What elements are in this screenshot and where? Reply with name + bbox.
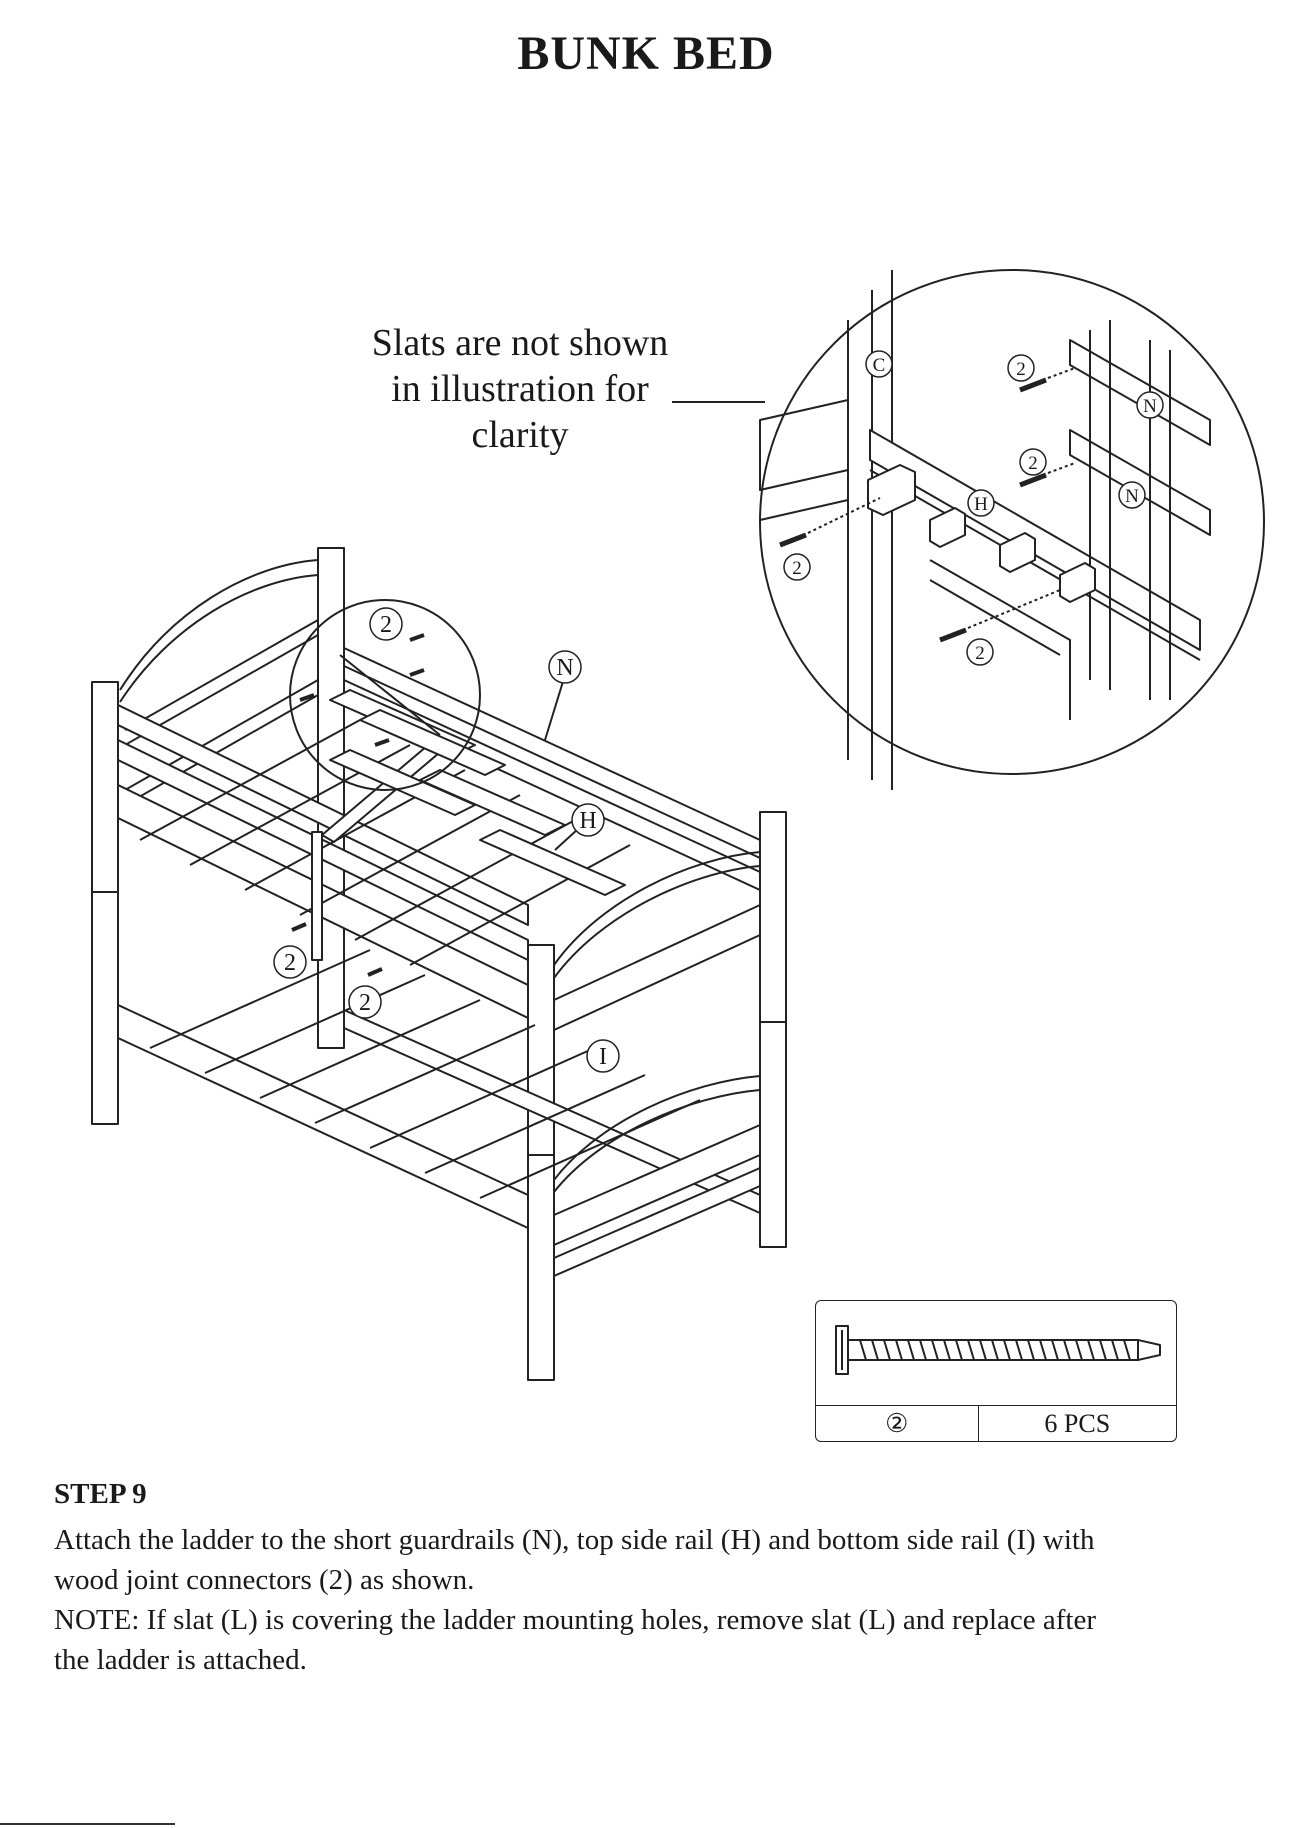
label-guardrail-main: N: [556, 655, 573, 681]
callout-line-2: in illustration for: [391, 368, 649, 410]
slats-callout: Slats are not shown in illustration for …: [330, 320, 710, 458]
inset-label-connector-2: 2: [1028, 453, 1038, 474]
inset-label-post: C: [873, 355, 886, 376]
label-top-rail-main: H: [579, 808, 596, 834]
callout-line-3: clarity: [471, 414, 569, 456]
ladder: [311, 654, 626, 961]
step-heading: STEP 9: [54, 1478, 147, 1510]
inset-label-connector-4: 2: [975, 643, 985, 664]
label-bottom-rail-main: I: [599, 1044, 607, 1070]
note-line-2: the ladder is attached.: [54, 1644, 307, 1676]
page-title: BUNK BED: [517, 27, 775, 80]
hardware-row: ② 6 PCS: [816, 1405, 1176, 1442]
inset-label-connector-1: 2: [1016, 359, 1026, 380]
inset-label-top-rail: H: [974, 494, 988, 515]
label-connector-3: 2: [359, 990, 371, 1016]
step-instructions: Attach the ladder to the short guardrail…: [54, 1520, 1254, 1680]
instruction-line-2: wood joint connectors (2) as shown.: [54, 1564, 475, 1596]
hardware-quantity: 6 PCS: [1044, 1409, 1111, 1438]
label-connector-2: 2: [284, 950, 296, 976]
bunk-bed-drawing: [91, 547, 787, 1381]
inset-label-guardrail-2: N: [1125, 486, 1139, 507]
instruction-line-1: Attach the ladder to the short guardrail…: [54, 1524, 1095, 1556]
label-connector-1: 2: [380, 612, 392, 638]
callout-line-1: Slats are not shown: [371, 322, 669, 364]
hardware-table: ② 6 PCS: [815, 1300, 1177, 1442]
screw-illustration: [835, 1325, 1161, 1375]
inset-label-connector-3: 2: [792, 558, 802, 579]
detail-inset: [759, 269, 1265, 790]
inset-label-guardrail-1: N: [1143, 396, 1157, 417]
hardware-id: ②: [816, 1406, 979, 1442]
footer-rule: [0, 1823, 175, 1825]
detail-marker-circle: [289, 599, 481, 791]
note-line-1: NOTE: If slat (L) is covering the ladder…: [54, 1604, 1097, 1636]
